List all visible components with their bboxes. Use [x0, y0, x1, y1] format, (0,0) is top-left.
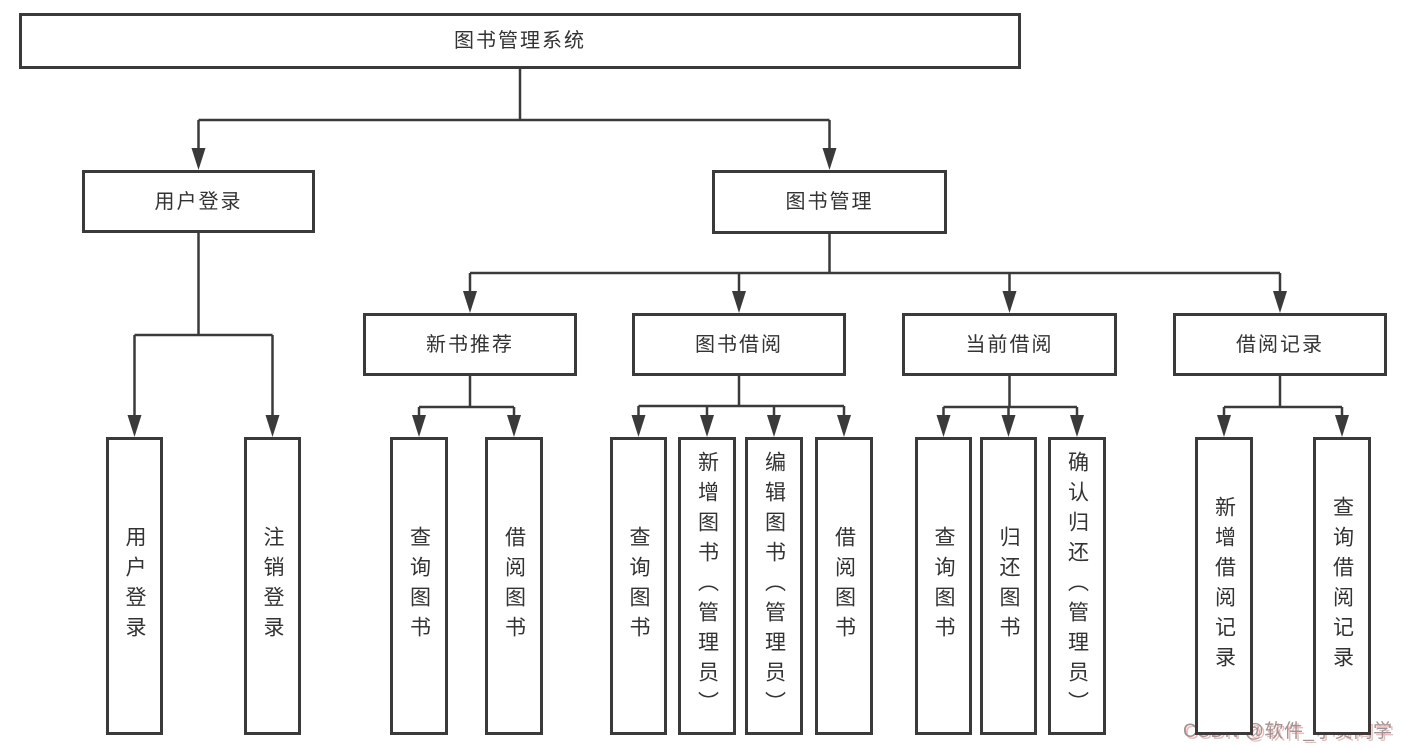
- node-logout: 注销登录: [244, 437, 301, 735]
- arrowhead: [1273, 291, 1287, 313]
- arrowhead: [127, 415, 142, 437]
- node-book-borrow: 图书借阅: [632, 313, 846, 376]
- node-bb-query: 查询图书: [610, 437, 667, 735]
- node-bb-edit: 编辑图书（管理员）: [745, 437, 803, 735]
- node-label-cb-confirm: 确认归还（管理员）: [1065, 451, 1089, 721]
- node-cb-confirm: 确认归还（管理员）: [1048, 437, 1106, 735]
- node-book-mgmt: 图书管理: [712, 170, 947, 234]
- arrowhead: [191, 148, 206, 170]
- arrowhead: [412, 415, 426, 437]
- node-user-login: 用户登录: [82, 170, 315, 233]
- node-bb-borrow: 借阅图书: [815, 437, 873, 735]
- arrowhead: [1002, 291, 1017, 313]
- node-label-login: 用户登录: [123, 526, 146, 646]
- node-cb-query: 查询图书: [915, 437, 972, 735]
- arrowhead: [631, 415, 646, 437]
- arrowhead: [1217, 415, 1231, 437]
- node-current-borrow: 当前借阅: [902, 313, 1117, 376]
- arrowhead: [767, 415, 781, 437]
- arrowhead: [265, 415, 280, 437]
- node-label-book-borrow: 图书借阅: [695, 333, 783, 356]
- node-borrow-records: 借阅记录: [1173, 313, 1387, 376]
- node-label-bb-query: 查询图书: [627, 526, 650, 646]
- node-label-borrow-records: 借阅记录: [1236, 333, 1324, 356]
- node-label-br-add: 新增借阅记录: [1212, 496, 1236, 676]
- node-label-book-mgmt: 图书管理: [785, 191, 874, 213]
- node-label-bb-borrow: 借阅图书: [832, 526, 856, 646]
- node-label-bb-add: 新增图书（管理员）: [695, 451, 719, 721]
- arrowhead: [1001, 415, 1016, 437]
- arrowhead: [837, 415, 851, 437]
- node-label-current-borrow: 当前借阅: [965, 333, 1054, 356]
- arrowhead: [936, 415, 951, 437]
- arrowhead: [463, 291, 477, 313]
- node-cb-return: 归还图书: [980, 437, 1037, 735]
- node-label-rec-borrow: 借阅图书: [502, 526, 526, 646]
- node-label-cb-query: 查询图书: [932, 526, 955, 646]
- node-label-logout: 注销登录: [261, 526, 284, 646]
- node-label-br-query: 查询借阅记录: [1330, 496, 1354, 676]
- connector-lines: [133, 69, 1344, 421]
- node-label-rec-query: 查询图书: [407, 526, 431, 646]
- node-br-query: 查询借阅记录: [1313, 437, 1371, 735]
- node-bb-add: 新增图书（管理员）: [678, 437, 736, 735]
- node-rec-borrow: 借阅图书: [485, 437, 543, 735]
- node-label-root: 图书管理系统: [454, 30, 586, 52]
- arrowhead: [1335, 415, 1349, 437]
- node-label-new-book-rec: 新书推荐: [426, 333, 514, 356]
- node-login: 用户登录: [106, 437, 163, 735]
- node-rec-query: 查询图书: [390, 437, 448, 735]
- node-label-user-login: 用户登录: [154, 190, 243, 213]
- node-new-book-rec: 新书推荐: [363, 313, 577, 376]
- arrowhead: [822, 148, 837, 170]
- node-label-cb-return: 归还图书: [997, 526, 1020, 646]
- arrowhead: [1070, 415, 1084, 437]
- arrowhead: [732, 291, 746, 313]
- arrowhead: [700, 415, 714, 437]
- node-label-bb-edit: 编辑图书（管理员）: [762, 451, 786, 721]
- node-root: 图书管理系统: [19, 13, 1021, 69]
- node-br-add: 新增借阅记录: [1195, 437, 1253, 735]
- arrowhead: [507, 415, 521, 437]
